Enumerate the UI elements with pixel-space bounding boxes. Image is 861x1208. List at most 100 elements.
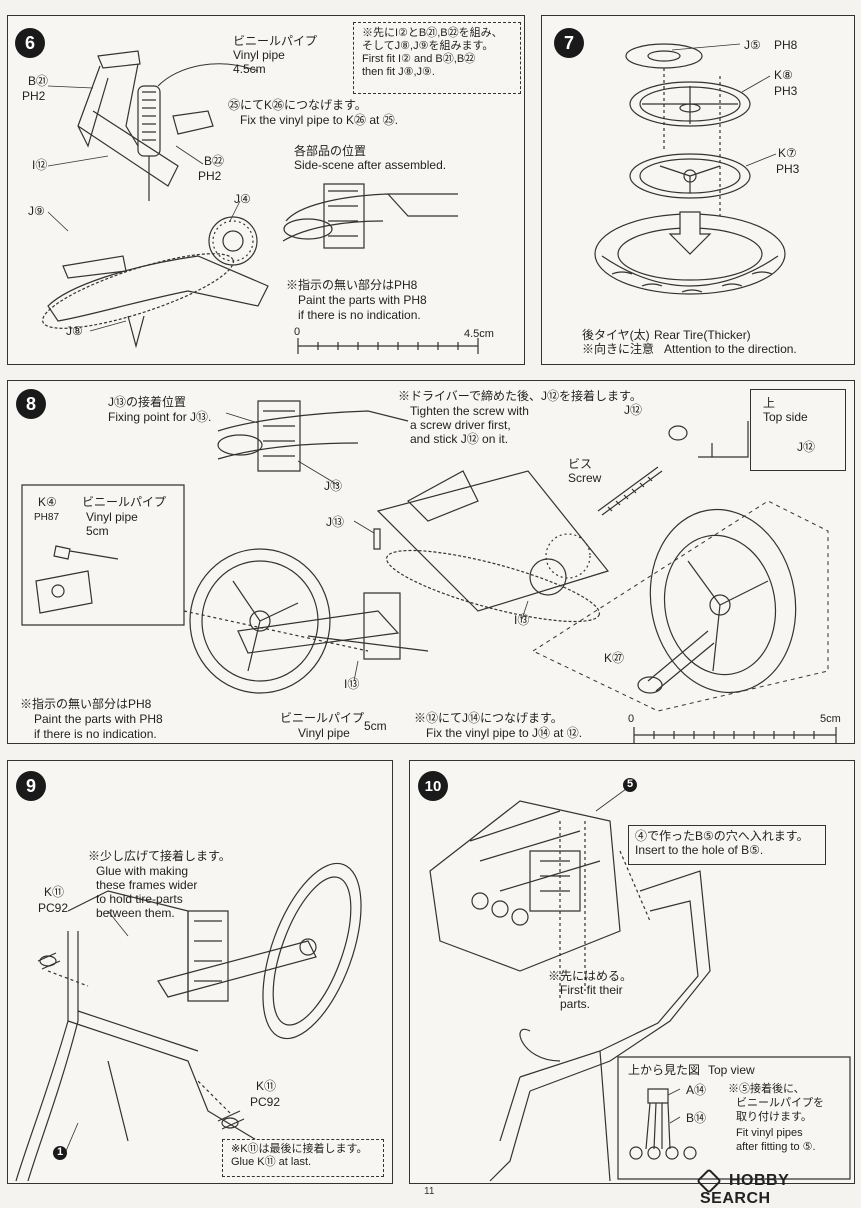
fixing-point-jp: J⑬の接着位置 [108,395,187,409]
step-8-number: 8 [16,389,46,419]
top-side-inset: 上 Top side J⑫ [750,389,846,471]
position-title-en: Side-scene after assembled. [294,158,447,172]
direction-note-jp: ※向きに注意 [582,342,655,356]
vinyl-pipe-length: 4.5cm [233,62,266,76]
step-8-illustration [8,381,855,744]
insert-hole-en: Insert to the hole of B⑤. [635,843,764,857]
fix-pipe-note-en: Fix the vinyl pipe to K㉖ at ㉕. [240,113,399,127]
assembly-order-en-1: First fit I② and B㉑,B㉒ [362,53,476,65]
step-7-panel: 7 J⑤ PH8 K⑧ PH3 K⑦ PH3 後タイヤ(太) Rear Tire… [541,15,855,365]
assembly-order-jp-1: ※先にI②とB㉑,B㉒を組み、 [362,27,503,39]
assembly-order-en-2: then fit J⑧,J⑨. [362,66,435,78]
first-fit-jp: ※先にはめる。 [548,969,633,983]
step-6-panel: 6 ビニールパイプ Vinyl pipe 4.5cm ㉕にてK㉖につなげます。 … [7,15,525,365]
glue-last-note: ※K⑪は最後に接着します。 Glue K⑪ at last. [222,1139,384,1177]
after-fit-jp-3: 取り付けます。 [736,1111,812,1123]
paint-ph2-label-a: PH2 [22,89,46,103]
part-i13-label-a: I⑬ [514,613,530,627]
glue-last-en: Glue K⑪ at last. [231,1156,312,1168]
assembly-order-jp-2: そしてJ⑧,J⑨を組みます。 [362,40,494,52]
ref-step-5: 5 [627,778,634,790]
paint-ph3-label-b: PH3 [776,162,800,176]
vinyl-pipe-jp: ビニールパイプ [82,495,167,509]
step-6-illustration [8,16,525,365]
after-fit-en-1: Fit vinyl pipes [736,1127,803,1139]
vinyl-pipe-en: Vinyl pipe [86,510,138,524]
watermark: HOBBY SEARCH [696,1168,861,1208]
step-9-panel: 9 ※少し広げて接着します。 Glue with making these fr… [7,760,393,1184]
after-fit-jp-1: ※⑤接着後に、 [728,1083,805,1095]
first-fit-en-2: parts. [560,997,591,1011]
paint-note-jp: ※指示の無い部分はPH8 [286,278,418,292]
scale-length: 4.5cm [464,328,494,340]
widen-frame-note-jp: ※少し広げて接着します。 [88,849,231,863]
vinyl-pipe-label-en: Vinyl pipe [233,48,285,62]
after-fit-en-2: after fitting to ⑤. [736,1141,816,1153]
part-i13-label-b: I⑬ [344,677,360,691]
page-number: 11 [424,1186,435,1197]
widen-frame-note-en-3: to hold tire-parts [96,892,183,906]
paint-pc92-label-a: PC92 [38,901,69,915]
part-b14-label: B⑭ [686,1111,707,1125]
step-10-panel: 10 5 ④で作ったB⑤の穴へ入れます。 Insert to the hole … [409,760,855,1184]
part-b22-label: B㉒ [204,154,225,168]
step-6-number: 6 [15,28,45,58]
after-fit-jp-2: ビニールパイプを [736,1097,824,1109]
screw-note-en-3: and stick J⑫ on it. [410,432,509,446]
part-j4-label: J④ [234,192,251,206]
paint-note-en-2: if there is no indication. [298,308,421,322]
paint-note-en-2: if there is no indication. [34,727,157,741]
widen-frame-note-en-1: Glue with making [96,864,189,878]
vinyl-pipe2-en: Vinyl pipe [298,726,350,740]
scale-length: 5cm [820,713,841,725]
paint-note-jp: ※指示の無い部分はPH8 [20,697,152,711]
paint-ph3-label-a: PH3 [774,84,798,98]
part-j12-label: J⑫ [624,403,643,417]
vinyl-pipe2-jp: ビニールパイプ [280,711,365,725]
vinyl-pipe-label-jp: ビニールパイプ [233,34,318,48]
widen-frame-note-en-4: between them. [96,906,175,920]
step-9-number: 9 [16,771,46,801]
screw-label-jp: ビス [568,457,593,471]
part-k4-label: K④ [38,495,57,509]
part-k27-label: K㉗ [604,651,625,665]
fix-pipe-jp: ※⑫にてJ⑭につなげます。 [414,711,563,725]
part-j8-label: J⑧ [66,324,83,338]
first-fit-en-1: First fit their [560,983,623,997]
vinyl-pipe-length: 5cm [86,524,109,538]
insert-hole-note: ④で作ったB⑤の穴へ入れます。 Insert to the hole of B⑤… [628,825,826,865]
step-10-illustration [410,778,855,1184]
glue-last-jp: ※K⑪は最後に接着します。 [231,1143,368,1155]
paint-ph2-label-b: PH2 [198,169,222,183]
screw-note-en-2: a screw driver first, [410,418,511,432]
paint-pc92-label-b: PC92 [250,1095,281,1109]
part-j5-label: J⑤ [744,38,761,52]
fix-pipe-en: Fix the vinyl pipe to J⑭ at ⑫. [426,726,583,740]
paint-ph87-label: PH87 [34,512,60,523]
part-j12-label-b: J⑫ [797,440,816,454]
top-view-jp: 上から見た図 [628,1063,701,1077]
screw-note-jp: ※ドライバーで締めた後、J⑫を接着します。 [398,389,642,403]
ref-step-1: 1 [57,1146,64,1158]
rear-tire-label-en: Rear Tire(Thicker) [654,328,751,342]
screw-label-en: Screw [568,471,602,485]
paint-ph8-label: PH8 [774,38,798,52]
part-j9-label: J⑨ [28,204,45,218]
direction-note-en: Attention to the direction. [664,342,797,356]
scale-zero: 0 [628,713,635,725]
position-title-jp: 各部品の位置 [294,144,367,158]
fix-pipe-note-jp: ㉕にてK㉖につなげます。 [228,98,367,112]
part-b21-label: B㉑ [28,74,49,88]
insert-hole-jp: ④で作ったB⑤の穴へ入れます。 [635,829,809,843]
fixing-point-en: Fixing point for J⑬. [108,410,212,424]
part-k11-label-a: K⑪ [44,885,65,899]
top-side-en: Top side [763,410,808,424]
step-9-illustration [8,761,393,1184]
part-a14-label: A⑭ [686,1083,707,1097]
step-10-number: 10 [418,771,448,801]
assembly-order-note: ※先にI②とB㉑,B㉒を組み、 そしてJ⑧,J⑨を組みます。 First fit… [353,22,521,94]
part-k8-label: K⑧ [774,68,793,82]
part-k7-label: K⑦ [778,146,797,160]
screw-note-en-1: Tighten the screw with [410,404,529,418]
rear-tire-label-jp: 後タイヤ(太) [582,328,650,342]
